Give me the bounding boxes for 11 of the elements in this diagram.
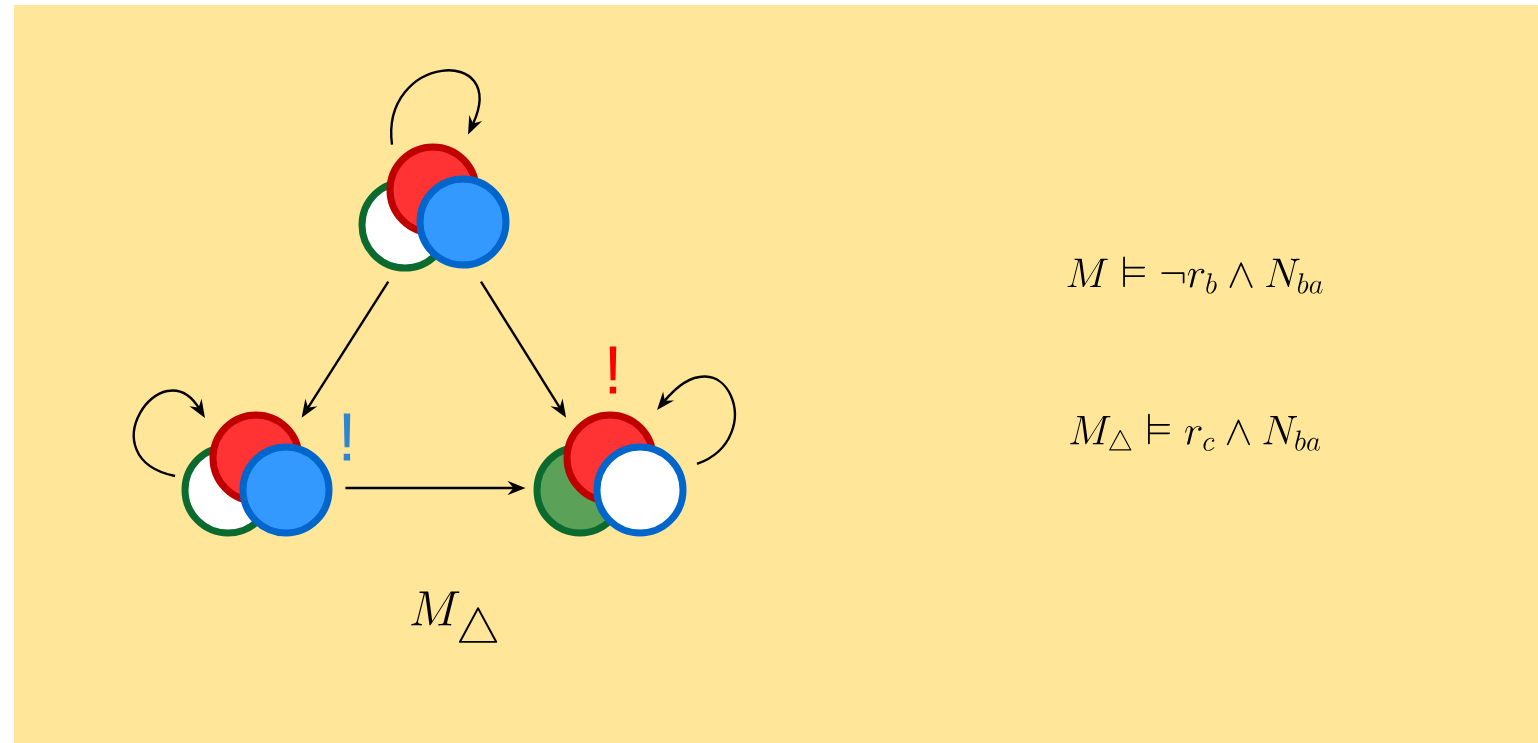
circle-cluster <box>358 143 510 272</box>
exclamation-mark: ! <box>609 346 617 394</box>
circle-cluster <box>533 411 687 537</box>
arrow <box>657 375 736 466</box>
arrow <box>132 389 205 478</box>
arrow <box>390 69 483 145</box>
big-formula: $M_{\triangle}$ <box>411 591 498 643</box>
formula: $M_{\triangle} \vDash r_c \wedge N_{ba}$ <box>1070 413 1320 451</box>
formula: $M \vDash \neg r_b \wedge N_{ba}$ <box>1067 256 1323 294</box>
exclamation-mark: ! <box>343 413 351 461</box>
circle-cluster <box>181 411 333 537</box>
